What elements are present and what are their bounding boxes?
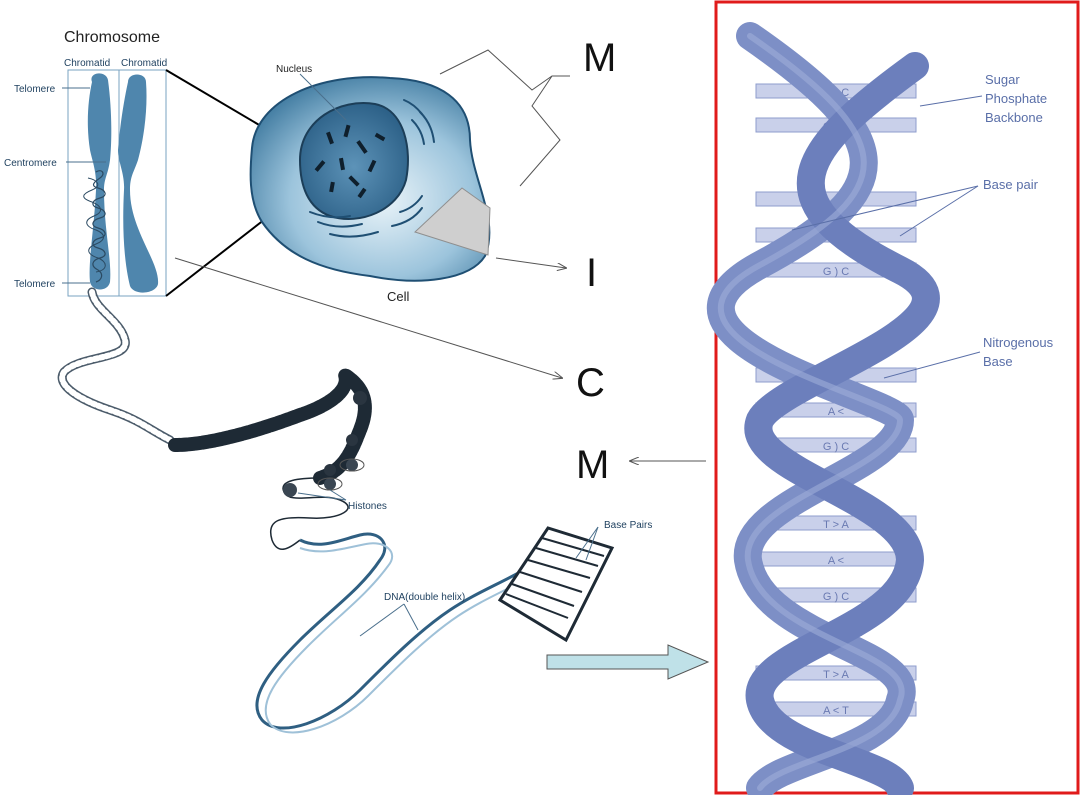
chromatid-right-shape: [118, 74, 159, 293]
dna-label: DNA(double helix): [384, 592, 465, 603]
arrow-to-c: [174, 257, 562, 378]
histones-label: Histones: [348, 501, 387, 512]
helix-rung-label: G ) C: [823, 591, 849, 603]
nucleus-body: [298, 102, 409, 220]
helix-rung-label: A < T: [823, 705, 849, 717]
letter-m-bottom: M: [576, 443, 609, 487]
cell-label: Cell: [387, 289, 410, 304]
chromatid-box-right: [118, 69, 167, 297]
chromatid-label-left: Chromatid: [64, 58, 110, 69]
base-pair-label: Base pair: [983, 177, 1039, 192]
arrow-to-i: [495, 257, 566, 268]
chromatin-fiber: [57, 287, 372, 485]
nucleus-label: Nucleus: [276, 64, 312, 75]
cell-cutaway-wedge: [414, 187, 491, 256]
helix-labels: Sugar Phosphate Backbone Base pair Nitro…: [791, 72, 1054, 379]
cell-figure: Nucleus Cell: [249, 64, 491, 304]
chromatid-label-right: Chromatid: [121, 58, 167, 69]
helix-rung-label: G ) C: [823, 266, 849, 278]
telomere-top-label: Telomere: [14, 84, 56, 95]
block-arrow: [546, 644, 710, 680]
sugar-label-2: Phosphate: [985, 91, 1047, 106]
letter-m-top: M: [583, 36, 616, 80]
helix-rung-label: G ) C: [823, 441, 849, 453]
nitrogenous-label-2: Base: [983, 354, 1013, 369]
chromatid-left-shape: [87, 73, 112, 290]
sugar-label-3: Backbone: [985, 110, 1043, 125]
nucleosome-strand: Histones: [269, 458, 387, 550]
nitrogenous-label-1: Nitrogenous: [983, 335, 1054, 350]
base-pairs-label: Base Pairs: [604, 520, 652, 531]
nucleus-pointer: [299, 73, 347, 121]
helix-rung-label: T > A: [823, 519, 849, 531]
nucleus-chromosomes: [314, 124, 386, 199]
helix-rung-label: A <: [828, 406, 844, 418]
dna-double-helix: Base Pairs DNA(double helix): [255, 520, 652, 734]
helix-strands: [707, 22, 940, 795]
base-pair-rungs: [505, 537, 605, 619]
coiled-chromatin-2: [83, 177, 106, 273]
letter-i: I: [586, 251, 597, 295]
helix-rung-label: T > A: [823, 669, 849, 681]
chromosome-figure: Chromosome Chromatid Chromatid Telomere …: [4, 29, 167, 297]
helix-rung-label: A <: [828, 555, 844, 567]
bracket-lines: [439, 49, 570, 187]
telomere-bottom-label: Telomere: [14, 279, 56, 290]
cell-organelles: [309, 99, 435, 238]
letter-c: C: [576, 361, 605, 405]
chromosome-title: Chromosome: [64, 29, 160, 46]
centromere-label: Centromere: [4, 158, 57, 169]
sugar-label-1: Sugar: [985, 72, 1020, 87]
